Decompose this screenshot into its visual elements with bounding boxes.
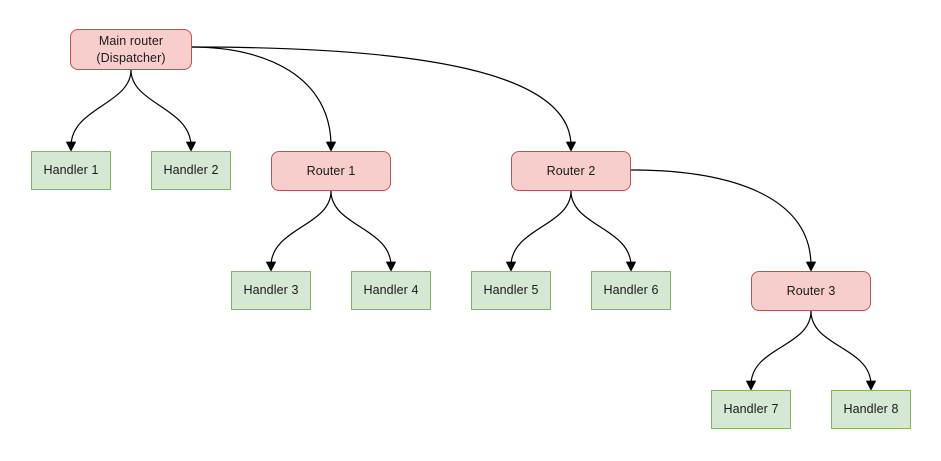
arrowhead-icon: [566, 141, 576, 152]
arrowhead-icon: [386, 261, 396, 272]
edge-path: [130, 69, 192, 147]
arrowhead-icon: [626, 261, 636, 272]
edge-path: [810, 310, 872, 386]
node-handler-4[interactable]: Handler 4: [351, 271, 431, 310]
edge-main-to-handler-2: [130, 69, 196, 152]
edge-router-2-to-router-3: [630, 169, 816, 272]
node-main-router[interactable]: Main router (Dispatcher): [70, 29, 192, 70]
node-handler-2[interactable]: Handler 2: [151, 151, 231, 190]
edge-path: [70, 69, 132, 147]
edge-main-to-handler-1: [66, 69, 132, 152]
arrowhead-icon: [186, 141, 196, 152]
edge-router-1-to-handler-4: [330, 190, 396, 272]
arrowhead-icon: [806, 261, 816, 272]
edge-path: [630, 169, 812, 267]
node-router-3[interactable]: Router 3: [751, 271, 871, 311]
node-handler-8[interactable]: Handler 8: [831, 390, 911, 429]
node-router-2[interactable]: Router 2: [511, 151, 631, 191]
node-handler-3[interactable]: Handler 3: [231, 271, 311, 310]
edge-path: [270, 190, 332, 267]
node-handler-7[interactable]: Handler 7: [711, 390, 791, 429]
arrowhead-icon: [506, 261, 516, 272]
node-handler-5[interactable]: Handler 5: [471, 271, 551, 310]
arrowhead-icon: [66, 141, 76, 152]
node-handler-1[interactable]: Handler 1: [31, 151, 111, 190]
edge-path: [750, 310, 812, 386]
node-handler-6[interactable]: Handler 6: [591, 271, 671, 310]
arrowhead-icon: [866, 380, 876, 391]
edge-path: [191, 46, 332, 147]
edge-main-to-router-2: [191, 46, 576, 152]
arrowhead-icon: [326, 141, 336, 152]
node-router-1[interactable]: Router 1: [271, 151, 391, 191]
arrowhead-icon: [266, 261, 276, 272]
edge-router-3-to-handler-7: [746, 310, 812, 391]
edge-path: [510, 190, 572, 267]
arrowhead-icon: [746, 380, 756, 391]
edge-main-to-router-1: [191, 46, 336, 152]
edge-router-1-to-handler-3: [266, 190, 332, 272]
edge-router-2-to-handler-6: [570, 190, 636, 272]
edge-path: [570, 190, 632, 267]
edge-router-3-to-handler-8: [810, 310, 876, 391]
edge-router-2-to-handler-5: [506, 190, 572, 272]
edge-path: [191, 46, 572, 147]
edge-path: [330, 190, 392, 267]
